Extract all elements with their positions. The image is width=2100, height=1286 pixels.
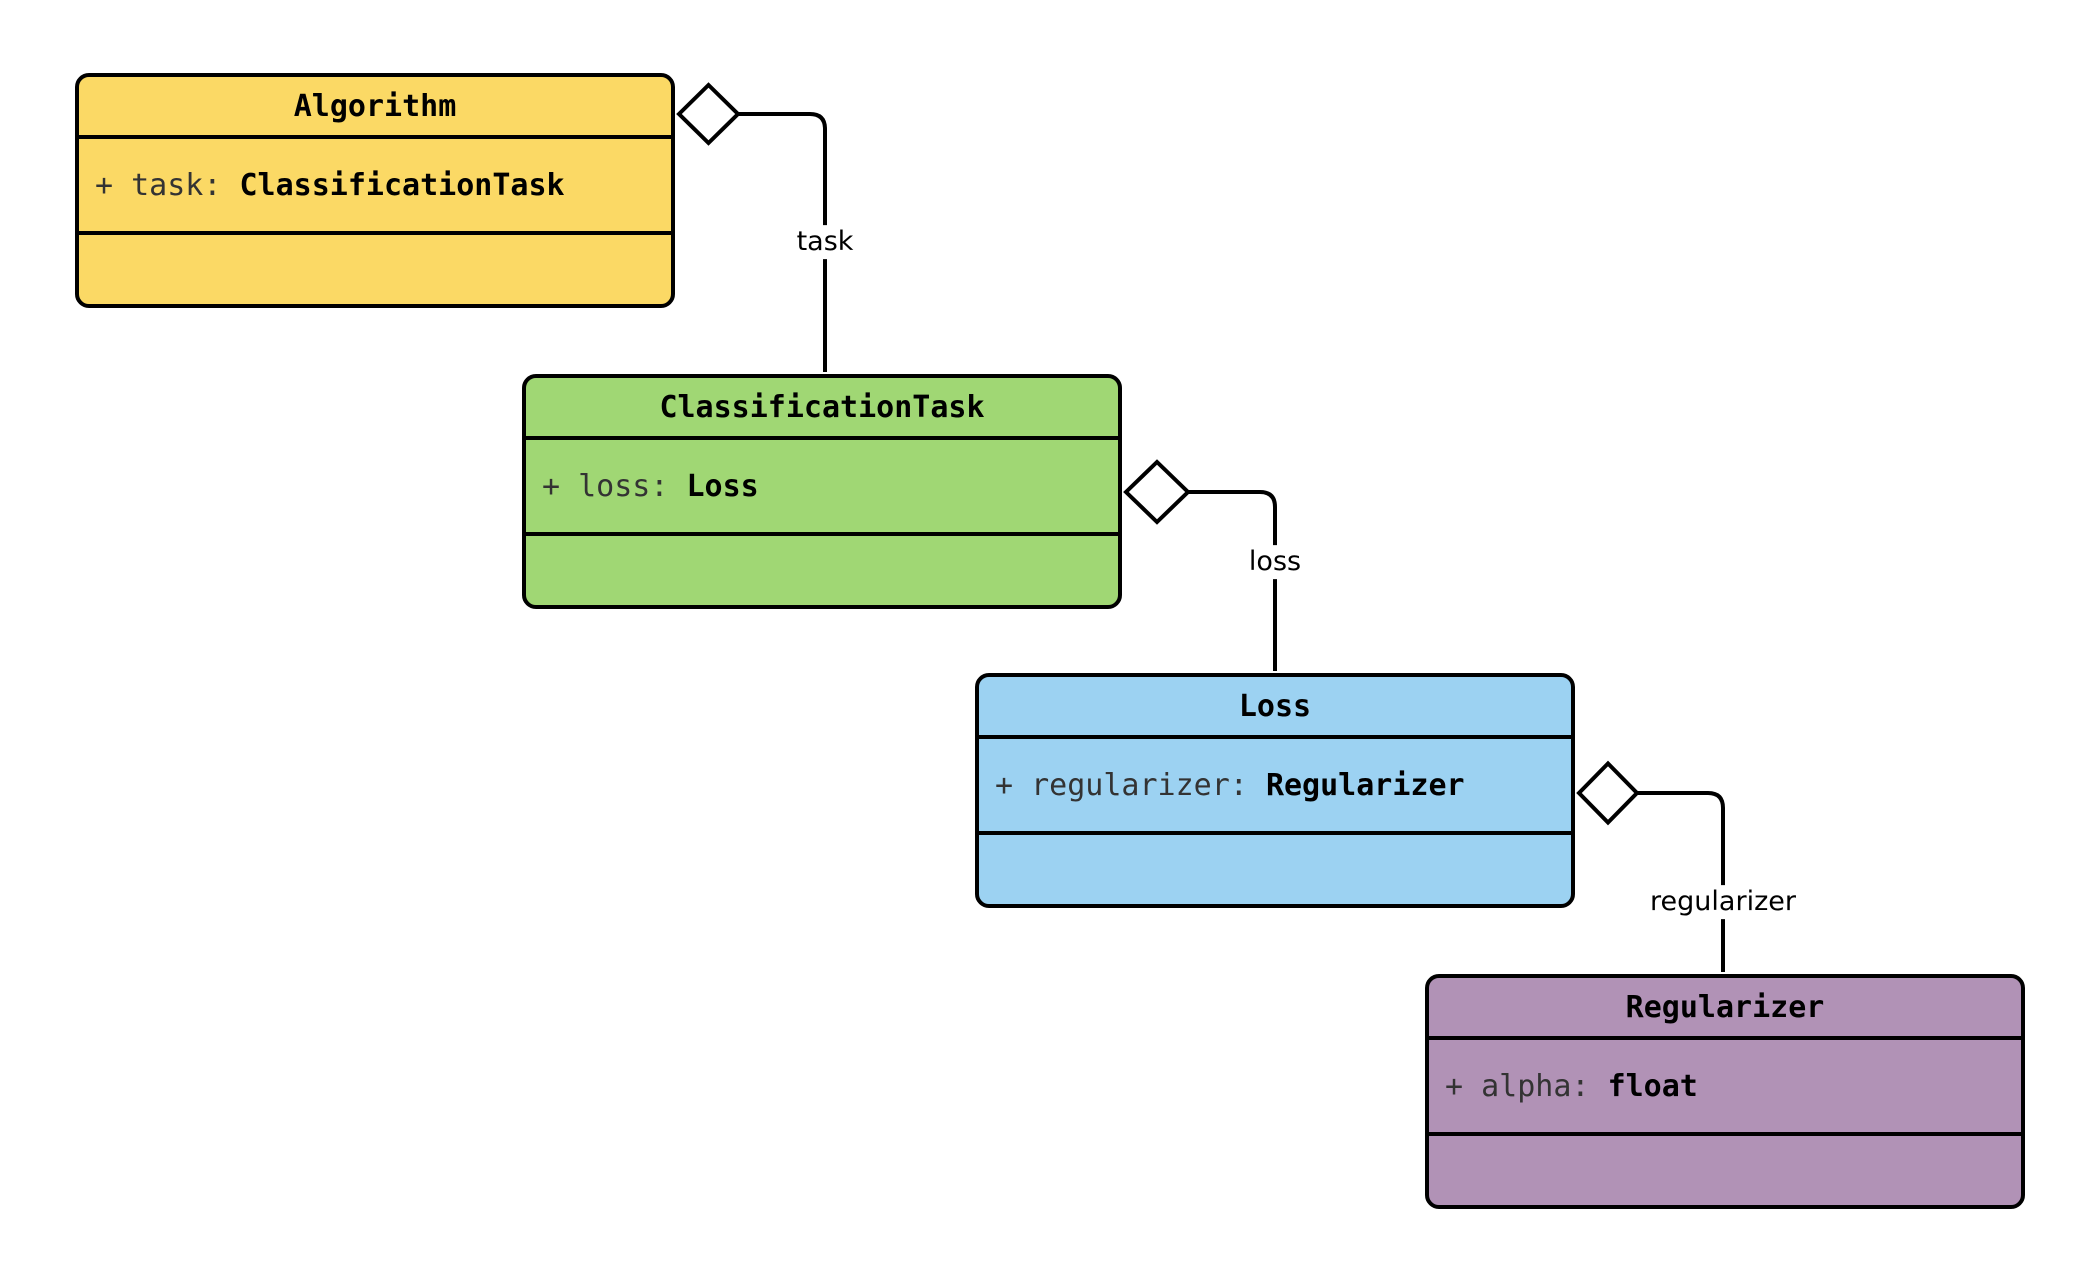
class-title: Regularizer <box>1429 978 2021 1040</box>
class-attribute: + alpha: float <box>1429 1040 2021 1136</box>
edge-label-task: task <box>789 225 861 259</box>
class-attribute: + task: ClassificationTask <box>79 139 671 235</box>
class-algorithm: Algorithm + task: ClassificationTask <box>75 73 675 308</box>
attribute-type: Loss <box>686 468 759 504</box>
edge-label-loss: loss <box>1241 545 1309 579</box>
edge-regularizer <box>1637 791 1725 972</box>
attribute-type: ClassificationTask <box>239 167 565 203</box>
edge-task <box>738 112 827 372</box>
attribute-name: + regularizer: <box>995 767 1266 803</box>
class-title: Algorithm <box>79 77 671 139</box>
aggregation-diamond-icon <box>1576 760 1640 826</box>
class-classificationtask: ClassificationTask + loss: Loss <box>522 374 1122 609</box>
attribute-type: Regularizer <box>1265 767 1465 803</box>
aggregation-diamond-icon <box>1123 459 1191 525</box>
methods-compartment-empty <box>79 235 671 304</box>
class-regularizer: Regularizer + alpha: float <box>1425 974 2025 1209</box>
aggregation-diamond-icon <box>676 82 741 146</box>
class-loss: Loss + regularizer: Regularizer <box>975 673 1575 908</box>
edge-label-regularizer: regularizer <box>1643 885 1803 919</box>
attribute-name: + loss: <box>542 468 687 504</box>
methods-compartment-empty <box>979 835 1571 904</box>
methods-compartment-empty <box>526 536 1118 605</box>
edge-loss <box>1188 490 1277 671</box>
class-attribute: + regularizer: Regularizer <box>979 739 1571 835</box>
attribute-name: + alpha: <box>1445 1068 1608 1104</box>
attribute-name: + task: <box>95 167 240 203</box>
attribute-type: float <box>1607 1068 1698 1104</box>
class-title: Loss <box>979 677 1571 739</box>
class-attribute: + loss: Loss <box>526 440 1118 536</box>
class-title: ClassificationTask <box>526 378 1118 440</box>
methods-compartment-empty <box>1429 1136 2021 1205</box>
